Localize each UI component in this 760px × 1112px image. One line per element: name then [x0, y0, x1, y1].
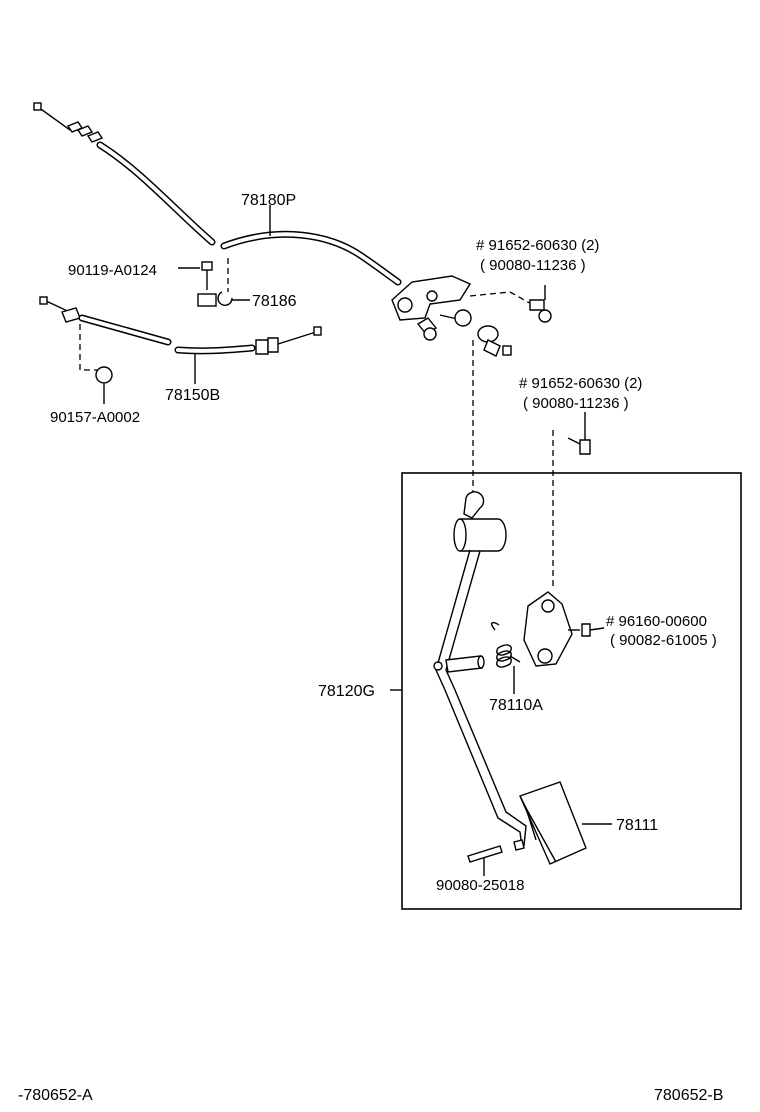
- pin-drawing: [467, 845, 503, 876]
- pedal-pad-drawing: [519, 781, 612, 865]
- label-78180P: 78180P: [241, 192, 296, 209]
- label-bolt-b-primary: # 91652-60630 (2): [519, 375, 642, 392]
- label-78120G: 78120G: [318, 683, 375, 700]
- pedal-bracket-drawing: [523, 591, 605, 667]
- label-nut-bracket-primary: # 96160-00600: [606, 613, 707, 630]
- label-90119-A0124: 90119-A0124: [68, 262, 157, 279]
- label-bolt-a-primary: # 91652-60630 (2): [476, 237, 599, 254]
- label-78110A: 78110A: [489, 697, 543, 714]
- lower-cable-drawing: [39, 296, 322, 404]
- label-bolt-a-alt: ( 90080-11236 ): [480, 257, 586, 274]
- label-bolt-b-alt: ( 90080-11236 ): [523, 395, 629, 412]
- label-90157-A0002: 90157-A0002: [50, 409, 140, 426]
- pivot-bracket-drawing: [391, 275, 552, 357]
- clip-clamp-drawing: [178, 258, 250, 307]
- spring-drawing: [490, 621, 521, 694]
- label-78186: 78186: [252, 293, 297, 310]
- footer-right-code: 780652-B: [654, 1087, 723, 1104]
- footer-left-code: -780652-A: [18, 1087, 93, 1104]
- bolt-b-drawing: [472, 340, 591, 590]
- label-78150B: 78150B: [165, 387, 220, 404]
- label-78111: 78111: [616, 817, 658, 834]
- label-nut-bracket-alt: ( 90082-61005 ): [610, 632, 717, 649]
- label-90080-25018: 90080-25018: [436, 877, 524, 894]
- pedal-assembly-frame: [401, 472, 742, 910]
- pedal-arm-drawing: [433, 491, 527, 851]
- upper-cable-drawing: [33, 102, 402, 286]
